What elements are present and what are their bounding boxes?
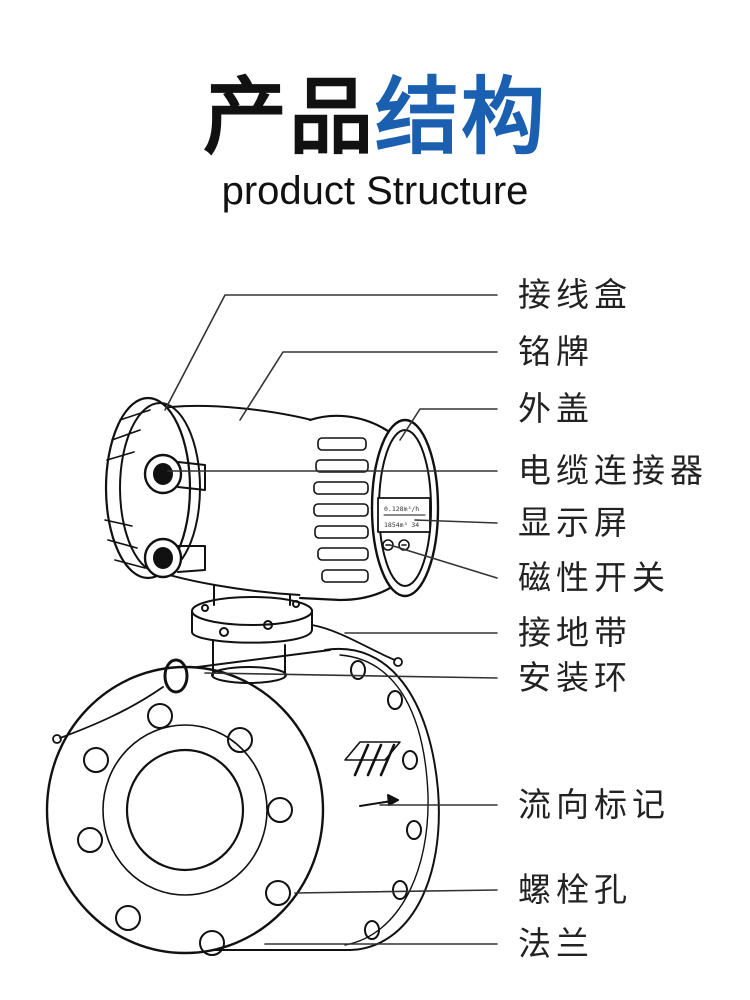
neck	[191, 574, 313, 684]
brand-logo	[344, 741, 401, 777]
cable-glands	[143, 453, 206, 579]
title-part-1: 产品	[202, 67, 375, 166]
label-junction-box: 接线盒	[518, 275, 632, 314]
page-subtitle: product Structure	[221, 169, 529, 213]
display-line-2: 1854m³ 34	[384, 521, 419, 529]
label-cover: 外盖	[518, 389, 594, 428]
label-grounding-strap: 接地带	[518, 613, 632, 652]
display-line-1: 0.128m³/h	[384, 505, 419, 513]
grounding-strap	[52, 624, 403, 744]
leader-lines	[164, 294, 498, 945]
label-nameplate: 铭牌	[518, 332, 594, 371]
label-mounting-ring: 安装环	[518, 658, 632, 697]
mounting-ring	[163, 658, 189, 694]
label-display: 显示屏	[518, 503, 632, 542]
front-flange	[45, 665, 325, 956]
label-magnetic-switch: 磁性开关	[518, 558, 670, 597]
display-screen	[377, 497, 431, 533]
flange-bolt-holes	[77, 703, 293, 956]
title-part-2: 结构	[375, 67, 548, 166]
label-flange: 法兰	[518, 924, 594, 963]
label-flow-mark: 流向标记	[518, 785, 670, 824]
display-readout: 0.128m³/h 1854m³ 34	[384, 505, 419, 529]
page-title: 产品结构	[0, 62, 750, 172]
flow-arrow	[359, 794, 399, 807]
label-cable-connector: 电缆连接器	[518, 451, 708, 490]
label-bolt-hole: 螺栓孔	[518, 870, 632, 909]
